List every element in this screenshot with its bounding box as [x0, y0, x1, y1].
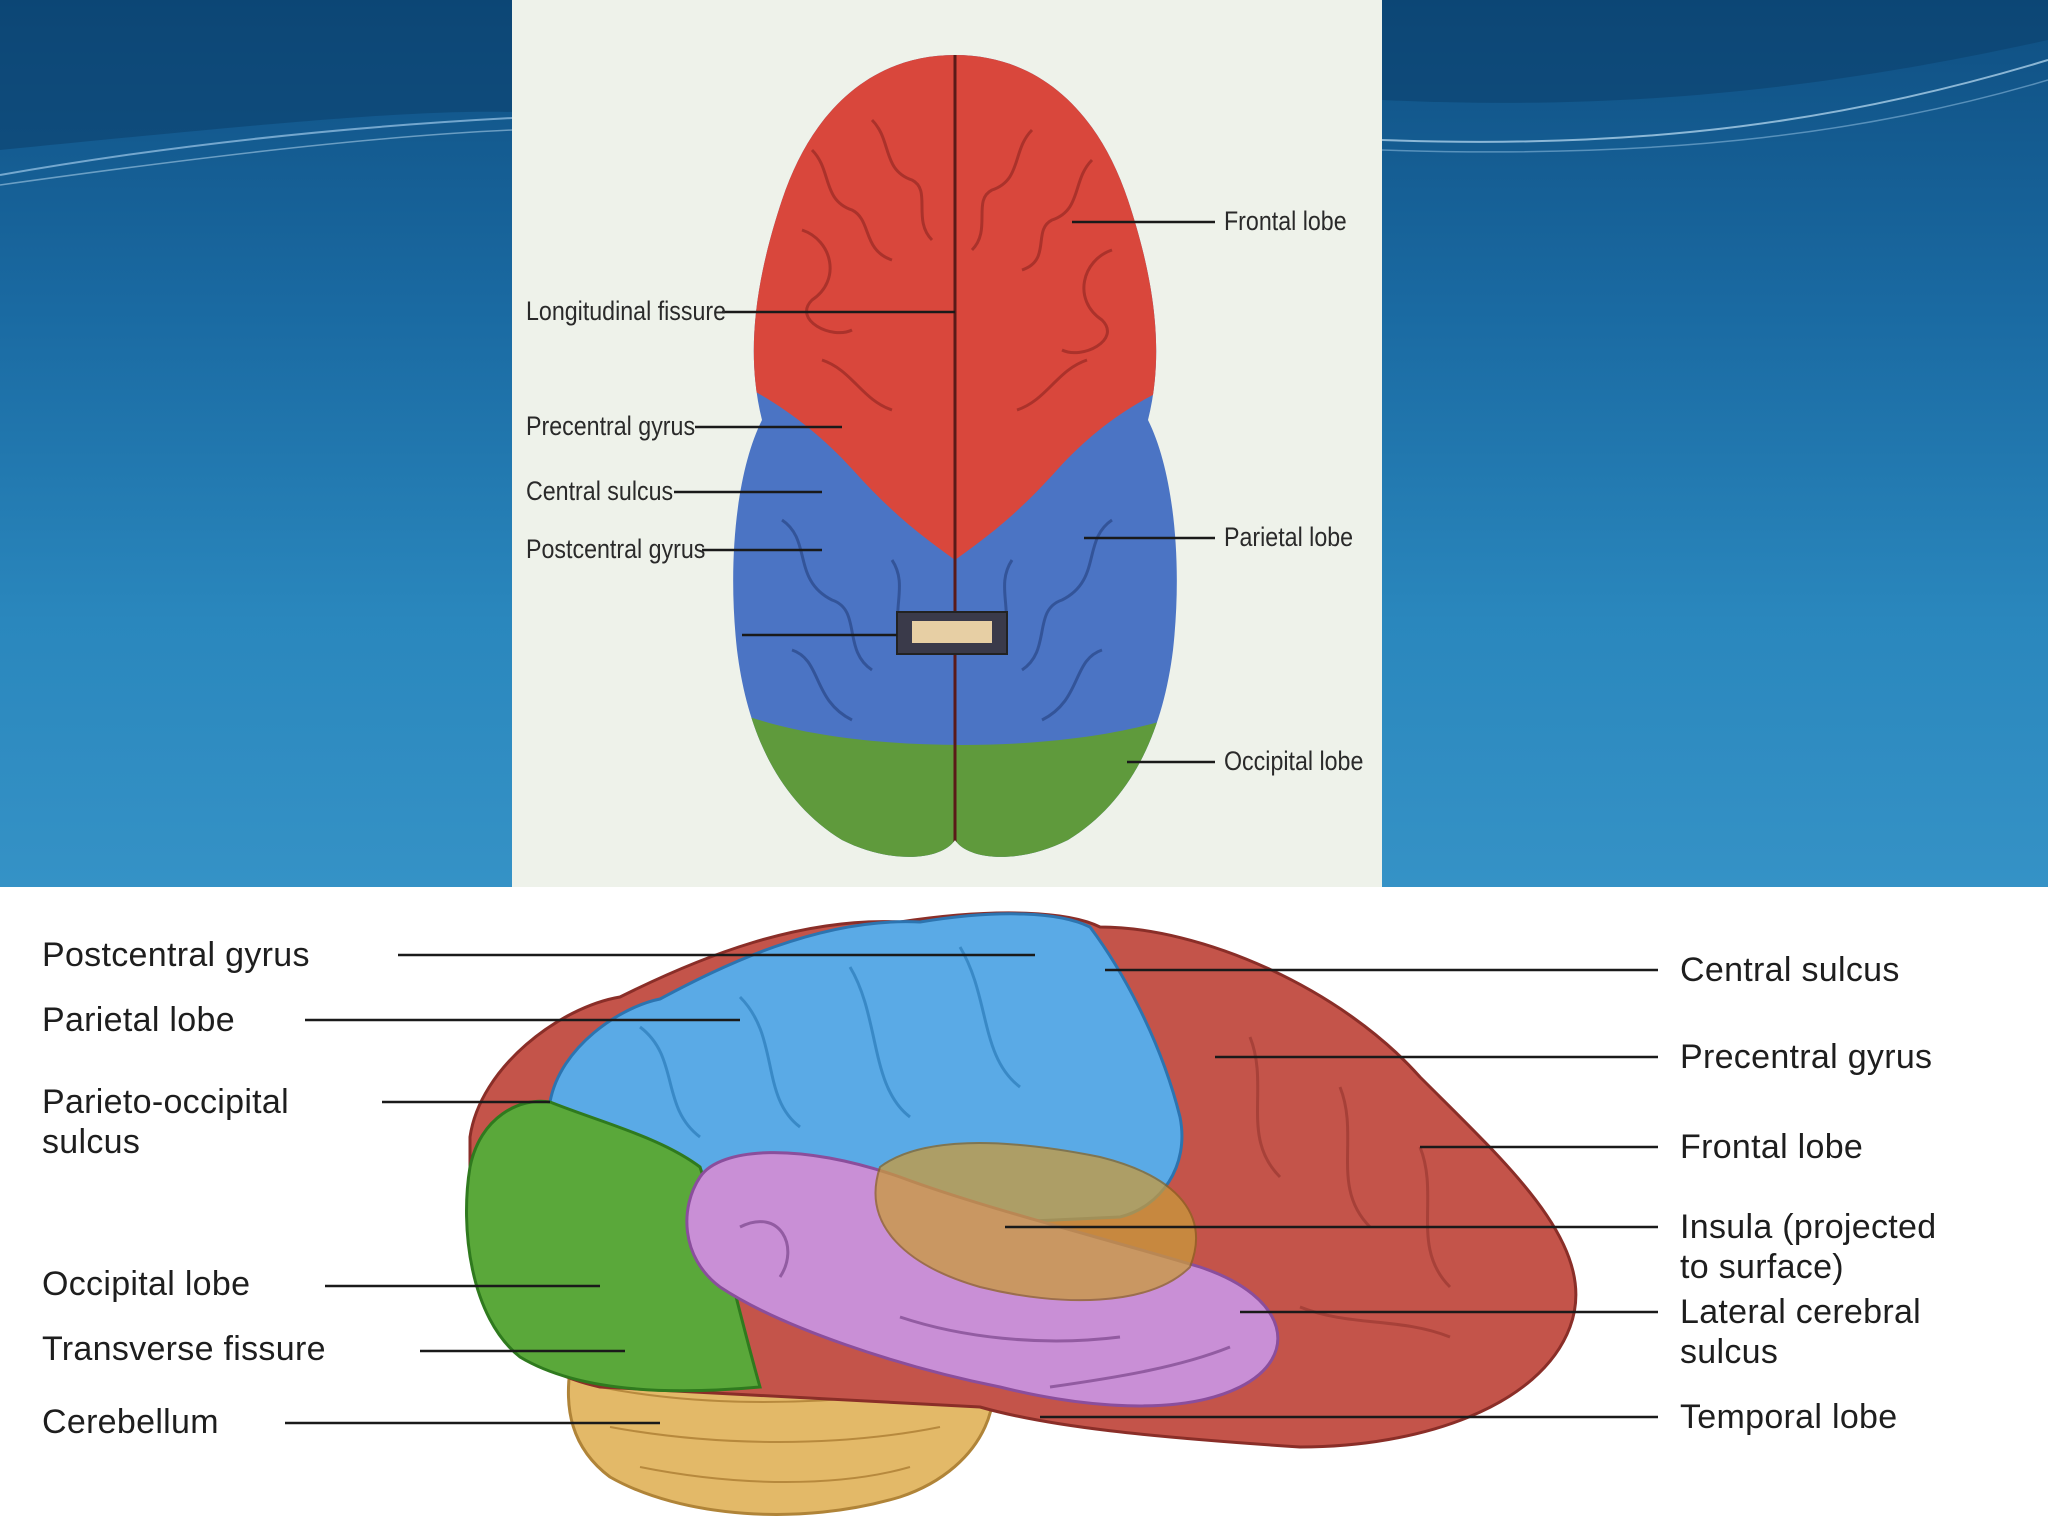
label-transverse-fissure: Transverse fissure [42, 1330, 326, 1368]
label-occipital-lobe: Occipital lobe [1224, 746, 1364, 776]
label-parieto-occipital-line2: sulcus [42, 1123, 141, 1161]
label-parietal-lobe: Parietal lobe [42, 1001, 235, 1039]
label-parietal-lobe: Parietal lobe [1224, 522, 1354, 552]
superior-brain-illustration [674, 55, 1215, 857]
label-parieto-occipital-line1: Parieto-occipital [42, 1083, 289, 1121]
label-central-sulcus: Central sulcus [526, 476, 674, 506]
label-precentral-gyrus: Precentral gyrus [526, 411, 696, 441]
label-insula-line2: to surface) [1680, 1248, 1844, 1286]
inset-box-fill [912, 621, 992, 643]
label-postcentral-gyrus: Postcentral gyrus [42, 936, 310, 974]
label-insula: Insula (projected to surface) [1680, 1207, 1936, 1287]
superior-view-figure: Frontal lobe Longitudinal fissure Precen… [512, 0, 1382, 887]
label-temporal-lobe: Temporal lobe [1680, 1398, 1898, 1436]
label-postcentral-gyrus: Postcentral gyrus [526, 534, 706, 564]
label-cerebellum: Cerebellum [42, 1403, 219, 1441]
label-frontal-lobe: Frontal lobe [1224, 206, 1347, 236]
insula-region [874, 1142, 1197, 1302]
lateral-brain-illustration [285, 911, 1658, 1516]
label-longitudinal-fissure: Longitudinal fissure [526, 296, 727, 326]
label-frontal-lobe: Frontal lobe [1680, 1128, 1864, 1166]
label-lateral-cerebral-sulcus: Lateral cerebral sulcus [1680, 1292, 1921, 1372]
slide-swoosh-decoration [0, 0, 2048, 186]
label-central-sulcus: Central sulcus [1680, 951, 1900, 989]
label-parieto-occipital-sulcus: Parieto-occipital sulcus [42, 1082, 289, 1162]
label-lateral-line2: sulcus [1680, 1333, 1779, 1371]
occipital-lobe-region [465, 1099, 762, 1393]
frontal-lobe-region [733, 55, 1177, 560]
label-lateral-line1: Lateral cerebral [1680, 1293, 1922, 1331]
label-insula-line1: Insula (projected [1680, 1208, 1937, 1246]
lateral-view-figure: Postcentral gyrus Parietal lobe Parieto-… [0, 887, 2048, 1536]
label-occipital-lobe: Occipital lobe [42, 1265, 251, 1303]
label-precentral-gyrus: Precentral gyrus [1680, 1038, 1933, 1076]
